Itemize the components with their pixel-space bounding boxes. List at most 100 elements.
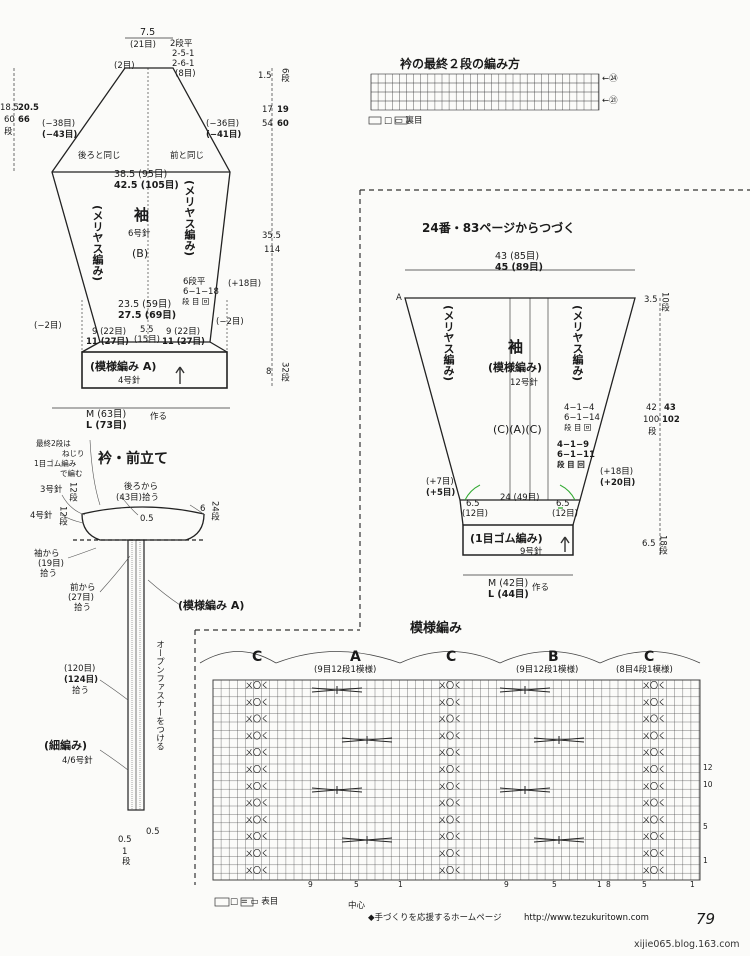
col-5a: 5 xyxy=(354,880,359,889)
right-r12: (12目) xyxy=(552,509,578,519)
right-dec-1: 4−1−4 xyxy=(564,403,595,413)
last-rows-chart xyxy=(370,73,600,111)
pick-3: 拾う xyxy=(72,686,90,696)
cross-cable-symbol xyxy=(311,686,363,694)
zipper-note: オープンファスナーをつける xyxy=(154,640,165,751)
continue-note: 24番・83ページからつづく xyxy=(422,221,576,235)
row-5: 5 xyxy=(703,822,708,831)
right-letters: (C)(A)(C) xyxy=(493,423,542,436)
cuff-a2: 11 (27目) xyxy=(86,337,129,347)
collar-05: 0.5 xyxy=(140,514,154,524)
cable-symbol: ㄨ〇く xyxy=(245,782,269,791)
row-10: 10 xyxy=(703,780,713,789)
col-1a: 1 xyxy=(398,880,403,889)
collar-last2: 最終2段は xyxy=(36,439,71,448)
right-needle: 12号針 xyxy=(510,378,538,388)
right-cuff-needle: 9号針 xyxy=(520,547,543,557)
height-8: 8 xyxy=(266,367,272,377)
front-sts: (27目) xyxy=(68,593,94,603)
row-12: 12 xyxy=(703,763,713,772)
cable-symbol: ㄨ〇く xyxy=(245,681,269,690)
cable-symbol: ㄨ〇く xyxy=(245,765,269,774)
right-h-10: 10段 xyxy=(659,292,670,312)
a-repeat: (9目12段1模様) xyxy=(314,665,377,675)
right-stockinette-right: (メリヤス編み) xyxy=(571,305,584,382)
cable-symbol: ㄨ〇く xyxy=(642,815,666,824)
sleeve-needle: 6号針 xyxy=(128,229,151,239)
col-5c: 5 xyxy=(642,880,647,889)
cable-symbol: ㄨ〇く xyxy=(438,799,462,808)
sts-120: (120目) xyxy=(64,664,96,674)
right-sleeve-dimensions xyxy=(405,269,661,576)
stockinette-left: (メリヤス編み) xyxy=(91,205,104,282)
cable-symbol: ㄨ〇く xyxy=(438,748,462,757)
bottom-row: 段 xyxy=(122,857,131,867)
cable-symbol: ㄨ〇く xyxy=(245,849,269,858)
bottom-05: 0.5 xyxy=(118,835,132,845)
cross-cable-symbol xyxy=(533,736,585,744)
pick-1: 拾う xyxy=(40,569,58,579)
right-plus20: (+20目) xyxy=(600,478,636,488)
cable-symbol: ㄨ〇く xyxy=(438,815,462,824)
legend-boxes xyxy=(214,116,408,907)
right-mid: 24 (49目) xyxy=(500,493,540,503)
right-h-35: 3.5 xyxy=(644,295,658,305)
cuff-b1: 9 (22目) xyxy=(166,327,201,337)
collar-pattern-a: (模様編み A) xyxy=(178,599,245,612)
rows-6: 6 xyxy=(200,504,206,514)
right-h-102: 102 xyxy=(662,415,680,425)
left-38: (−38目) xyxy=(42,119,76,129)
size-l: L (73目) xyxy=(86,420,127,431)
right-l12: (12目) xyxy=(462,509,488,519)
cable-symbol: ㄨ〇く xyxy=(245,748,269,757)
cable-symbol: ㄨ〇く xyxy=(642,698,666,707)
col-1c: 1 xyxy=(690,880,695,889)
last-rows-legend: □ ▭ 裏目 xyxy=(384,116,423,126)
row-1: 1 xyxy=(703,856,708,865)
left-43: (−43目) xyxy=(42,130,78,140)
cable-symbol: ㄨ〇く xyxy=(642,832,666,841)
top-width: 7.5 xyxy=(140,27,156,38)
cross-cable-symbol xyxy=(311,786,363,794)
cable-symbol: ㄨ〇く xyxy=(245,799,269,808)
right-size-m: M (42目) xyxy=(488,578,529,589)
right-36: (−36目) xyxy=(206,119,240,129)
cable-symbol: ㄨ〇く xyxy=(438,731,462,740)
sleeve-sts: (19目) xyxy=(38,559,64,569)
label-c1: C xyxy=(252,649,263,665)
right-h-42: 42 xyxy=(646,403,657,413)
cable-symbol: ㄨ〇く xyxy=(438,832,462,841)
stockinette-right: (メリヤス編み) xyxy=(183,180,196,257)
minus2-right: (−2目) xyxy=(216,317,244,327)
cable-symbol: ㄨ〇く xyxy=(642,765,666,774)
right-make: 作る xyxy=(532,583,550,593)
height-35: 35.5 xyxy=(262,231,281,241)
width-mid-a: 38.5 (95目) xyxy=(114,169,168,180)
col-1b: 1 xyxy=(597,880,602,889)
back-same: 後ろと同じ xyxy=(78,151,121,161)
pattern-chart-grid xyxy=(199,651,701,881)
height-60: 60 xyxy=(277,119,289,129)
dec-2: 2-5-1 xyxy=(172,49,195,59)
rows-24: 24段 xyxy=(209,501,220,521)
sts-124: (124目) xyxy=(64,675,99,685)
cross-cable-symbol xyxy=(533,836,585,844)
right-inc-3: 段 目 回 xyxy=(557,460,585,469)
right-plus5: (+5目) xyxy=(426,488,456,498)
label-b: B xyxy=(548,649,559,665)
right-stockinette-left: (メリヤス編み) xyxy=(442,305,455,382)
top-left-dimensions xyxy=(13,37,273,409)
height-upper: 1.5 xyxy=(258,71,272,81)
width-bot-a: 23.5 (59目) xyxy=(118,299,172,310)
fine-stitch: (細編み) xyxy=(44,739,88,752)
pattern-chart-symbols: ㄨ〇くㄨ〇くㄨ〇くㄨ〇くㄨ〇くㄨ〇くㄨ〇くㄨ〇くㄨ〇くㄨ〇くㄨ〇くㄨ〇くㄨ〇くㄨ… xyxy=(245,681,666,875)
height-54: 54 xyxy=(262,119,273,129)
bottom-1: 1 xyxy=(122,847,128,857)
needle-4-rows: 12段 xyxy=(57,506,68,526)
left-two: (2目) xyxy=(114,61,135,71)
footer-url[interactable]: http://www.tezukuritown.com xyxy=(524,913,649,923)
right-width-a: 43 (85目) xyxy=(495,251,540,262)
back-from: 後ろから xyxy=(124,482,159,492)
right-h-18: 18段 xyxy=(657,535,668,555)
